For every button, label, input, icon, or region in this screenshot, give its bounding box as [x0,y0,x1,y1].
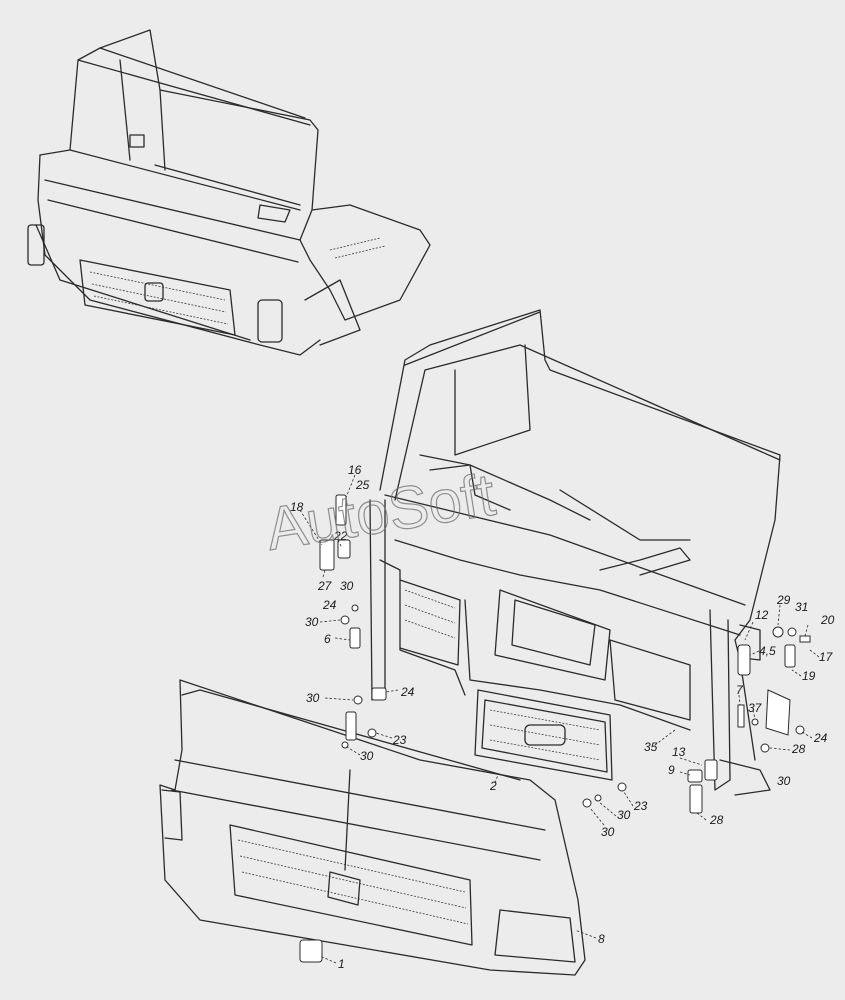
callout-29: 29 [776,593,791,607]
callout-12: 12 [755,608,769,622]
callout-27: 27 [317,579,333,593]
callout-19: 19 [802,669,816,683]
callout-35: 35 [644,740,658,754]
callout-24c: 24 [813,731,828,745]
callout-10: 1 [338,957,345,971]
callout-2: 2 [489,779,497,793]
callout-4-5: 4,5 [759,644,776,658]
callout-30a: 30 [340,579,354,593]
callout-1: 8 [598,932,605,946]
callout-30e: 30 [777,774,791,788]
front-panel [159,679,586,976]
callout-6: 6 [324,632,331,646]
watermark-text: AutoSoft [262,461,500,563]
callout-30f: 30 [617,808,631,822]
callout-17: 17 [819,650,834,664]
callout-30b: 30 [305,615,319,629]
callout-20: 20 [820,613,835,627]
callout-37: 37 [748,701,763,715]
callout-24b: 24 [400,685,415,699]
callout-13: 13 [672,745,686,759]
callout-31: 31 [795,600,808,614]
callout-9: 9 [668,763,675,777]
callout-7: 7 [736,683,744,697]
callout-16: 16 [348,463,362,477]
callout-18: 18 [290,500,304,514]
callout-23b: 23 [633,799,648,813]
callout-labels: 16 25 18 22 27 30 24 30 6 30 24 30 23 30… [290,463,835,971]
callout-30d: 30 [360,749,374,763]
callout-22: 22 [333,529,348,543]
callout-25: 25 [355,478,370,492]
cab-frame-skeleton [369,309,781,796]
callout-8: 28 [709,813,724,827]
callout-28b: 30 [601,825,615,839]
dashboard-panel [474,689,613,781]
fastener-parts [299,494,811,963]
callout-28a: 28 [791,742,806,756]
callout-30c: 30 [306,691,320,705]
leader-lines [299,474,820,964]
assembled-cab-view [27,29,431,356]
callout-23a: 23 [392,733,407,747]
callout-24a: 24 [322,598,337,612]
